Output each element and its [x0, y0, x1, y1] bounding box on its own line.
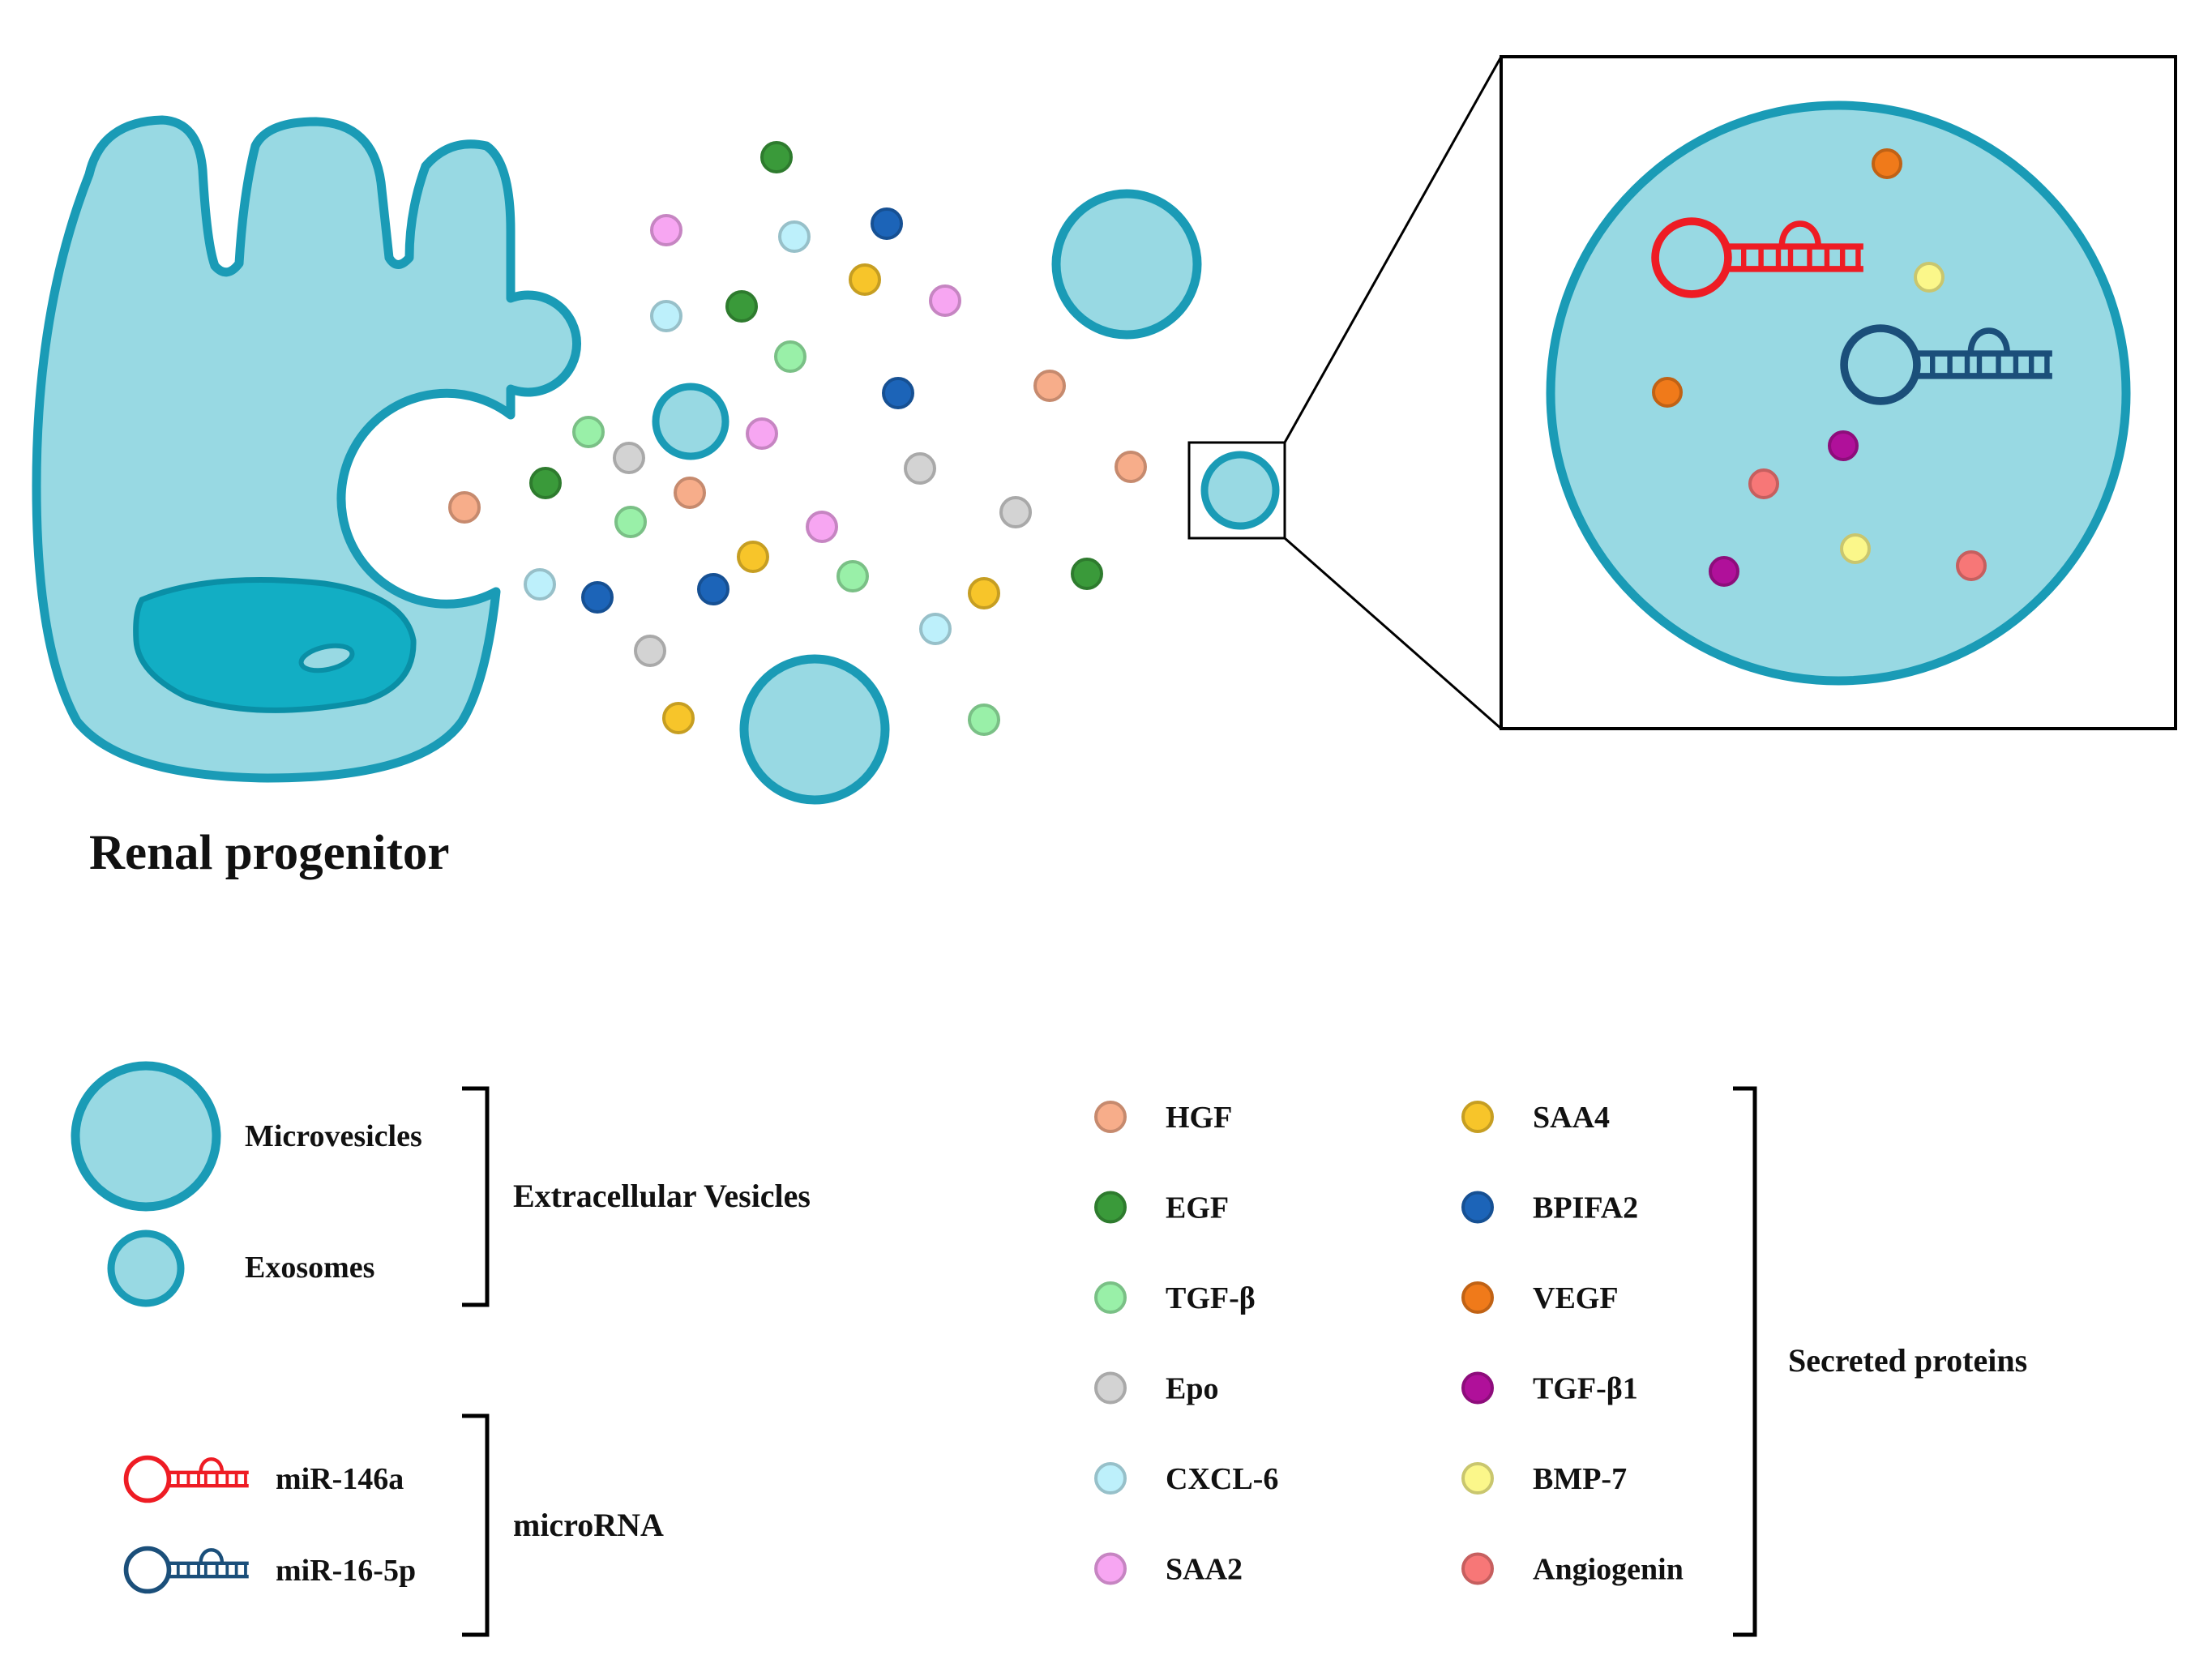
egf-dot [1071, 558, 1103, 590]
released-vesicles [652, 189, 1280, 805]
cxcl-6-dot [919, 613, 952, 645]
microrna-legend: miR-146a miR-16-5p microRNA [126, 1413, 664, 1637]
exosomes-legend-icon [107, 1229, 185, 1307]
tgf-b1-dot [1709, 556, 1739, 587]
zoom-connector-bottom [1284, 537, 1502, 730]
nucleolus [298, 643, 355, 674]
cxcl-6-dot [524, 568, 556, 601]
hgf-label: HGF [1166, 1101, 1232, 1135]
epo-dot [999, 496, 1032, 528]
zoomed-exosome [1200, 451, 1280, 530]
vegf-legend-marker [1461, 1281, 1494, 1314]
epo-dot [904, 452, 936, 485]
protein-legend: Secreted proteins HGFEGFTGF-βEpoCXCL-6SA… [1094, 1086, 2027, 1637]
zoom-source-box [1187, 441, 1286, 540]
zoom-callout [1187, 55, 2177, 730]
tgf-b-label: TGF-β [1166, 1281, 1256, 1315]
hgf-legend-marker [1094, 1101, 1127, 1133]
secreted-proteins-label: Secreted proteins [1788, 1342, 2027, 1379]
saa4-legend-marker [1461, 1101, 1494, 1133]
microvesicles-label: Microvesicles [245, 1119, 422, 1153]
bpifa2-label: BPIFA2 [1533, 1191, 1638, 1225]
microrna-label: microRNA [513, 1507, 664, 1543]
mir-16-5p-legend-icon [126, 1549, 249, 1592]
bmp-7-legend-marker [1461, 1462, 1494, 1495]
nucleus [133, 577, 417, 713]
exosome-cargo-proteins [1652, 148, 1987, 587]
egf-dot [725, 290, 758, 323]
tgf-b-legend-marker [1094, 1281, 1127, 1314]
saa4-label: SAA4 [1533, 1101, 1610, 1135]
tgf-b1-label: TGF-β1 [1533, 1372, 1638, 1406]
tgf-b-dot [774, 340, 807, 373]
bpifa2-dot [697, 573, 729, 605]
bmp-7-dot [1914, 262, 1945, 293]
secreted-protein-dots [448, 141, 1147, 736]
microvesicle [739, 654, 890, 805]
vesicle-bracket [462, 1086, 490, 1307]
cxcl-6-dot [778, 220, 811, 253]
epo-dot [634, 635, 666, 667]
microrna-bracket [462, 1413, 490, 1637]
tgf-b-dot [968, 703, 1000, 736]
bmp-7-dot [1840, 533, 1871, 564]
angiogenin-legend-marker [1461, 1552, 1494, 1585]
epo-legend-marker [1094, 1371, 1127, 1405]
cxcl-6-dot [650, 300, 682, 332]
saa2-dot [929, 284, 961, 317]
saa4-dot [662, 702, 695, 734]
angiogenin-dot [1956, 550, 1987, 581]
tgf-b-dot [614, 506, 647, 538]
mir-146a-legend-icon [126, 1458, 249, 1501]
cxcl-6-label: CXCL-6 [1166, 1462, 1278, 1496]
cxcl-6-legend-marker [1094, 1462, 1127, 1495]
mir-16-5p-label: miR-16-5p [276, 1554, 416, 1588]
vegf-dot [1652, 377, 1683, 408]
hgf-dot [448, 491, 481, 524]
proteins-bracket [1733, 1086, 1757, 1637]
bpifa2-dot [581, 581, 614, 614]
angiogenin-label: Angiogenin [1533, 1553, 1684, 1587]
extracellular-vesicles-label: Extracellular Vesicles [513, 1178, 811, 1214]
bpifa2-legend-marker [1461, 1191, 1494, 1224]
saa4-dot [737, 541, 769, 573]
renal-progenitor-cell [32, 115, 581, 783]
bmp-7-label: BMP-7 [1533, 1462, 1627, 1496]
vegf-dot [1872, 148, 1902, 179]
egf-dot [760, 141, 793, 173]
saa4-dot [849, 263, 881, 296]
zoom-connector-top [1283, 56, 1503, 443]
microvesicle [1051, 189, 1202, 340]
vesicle-legend: Microvesicles Exosomes Extracellular Ves… [71, 1061, 811, 1307]
microvesicles-legend-icon [71, 1061, 221, 1212]
bpifa2-dot [871, 207, 903, 240]
saa4-dot [968, 577, 1000, 609]
mir-146a-label: miR-146a [276, 1462, 404, 1496]
hgf-dot [674, 477, 706, 509]
tgf-b1-dot [1828, 430, 1859, 461]
tgf-b-dot [572, 416, 605, 448]
saa2-dot [746, 417, 778, 450]
cell-title: Renal progenitor [89, 826, 449, 880]
saa2-dot [806, 511, 838, 543]
zoomed-exosome-interior [1546, 100, 2131, 686]
vegf-label: VEGF [1533, 1281, 1619, 1315]
exosomes-label: Exosomes [245, 1251, 374, 1285]
egf-label: EGF [1166, 1191, 1229, 1225]
tgf-b-dot [836, 560, 869, 592]
saa2-dot [650, 214, 682, 246]
hgf-dot [1115, 451, 1147, 483]
egf-legend-marker [1094, 1191, 1127, 1224]
bpifa2-dot [882, 377, 914, 409]
egf-dot [529, 467, 562, 499]
epo-label: Epo [1166, 1372, 1218, 1406]
epo-dot [613, 442, 645, 474]
saa2-legend-marker [1094, 1552, 1127, 1585]
tgf-b1-legend-marker [1461, 1371, 1494, 1405]
angiogenin-dot [1748, 468, 1779, 499]
hgf-dot [1033, 370, 1066, 402]
saa2-label: SAA2 [1166, 1553, 1243, 1587]
exosome [652, 383, 729, 460]
